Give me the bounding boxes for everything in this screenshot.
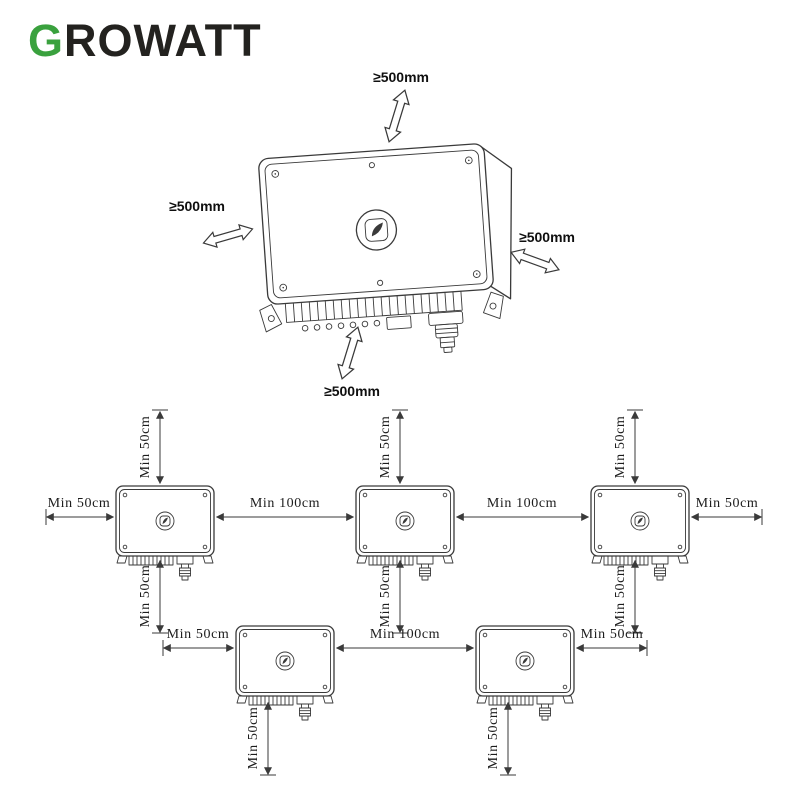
dim-below-inverter2-label: Min 50cm <box>378 564 393 628</box>
inverter-icon-1 <box>115 485 215 581</box>
growatt-logo: GROWATT <box>28 18 262 63</box>
clearance-right-label: ≥500mm <box>519 229 575 245</box>
dimension-lines <box>45 409 763 776</box>
clearance-arrow-bottom <box>333 324 367 382</box>
clearance-arrow-left <box>200 221 256 251</box>
clearance-top-label: ≥500mm <box>373 69 429 85</box>
clearance-arrow-right <box>507 244 563 278</box>
inverter-front-face <box>258 143 494 305</box>
dim-above-inverter2-label: Min 50cm <box>378 415 393 479</box>
dim-row1-right-label: Min 50cm <box>695 496 759 511</box>
dim-below-inverter5-label: Min 50cm <box>486 706 501 770</box>
inverter-3d-illustration <box>258 143 513 353</box>
dim-row1-left-label: Min 50cm <box>47 496 111 511</box>
mounting-bracket <box>259 291 504 333</box>
inverter-icon-2 <box>355 485 455 581</box>
screw-icons <box>271 156 481 292</box>
dim-below-inverter4-label: Min 50cm <box>246 706 261 770</box>
dim-row2-left-label: Min 50cm <box>166 627 230 642</box>
dim-row2-right-label: Min 50cm <box>580 627 644 642</box>
inverter-icon-3 <box>590 485 690 581</box>
clearance-arrow-top <box>380 87 414 145</box>
dim-above-inverter3-label: Min 50cm <box>613 415 628 479</box>
dim-row1-between-2-label: Min 100cm <box>486 496 558 511</box>
dim-below-inverter1-label: Min 50cm <box>138 564 153 628</box>
logo-wordmark: ROWATT <box>64 15 262 66</box>
dim-below-inverter3-label: Min 50cm <box>613 564 628 628</box>
dim-row1-between-1-label: Min 100cm <box>249 496 321 511</box>
cable-gland <box>428 310 464 353</box>
dim-above-inverter1-label: Min 50cm <box>138 415 153 479</box>
inverter-front-inner-line <box>264 149 488 299</box>
clearance-bottom-label: ≥500mm <box>324 383 380 399</box>
terminal-connectors <box>301 315 412 332</box>
logo-letter-g: G <box>28 15 65 66</box>
heat-sink-fins <box>284 290 463 323</box>
dim-row2-between-label: Min 100cm <box>369 627 441 642</box>
leaf-emblem-icon <box>355 209 398 251</box>
clearance-left-label: ≥500mm <box>169 198 225 214</box>
